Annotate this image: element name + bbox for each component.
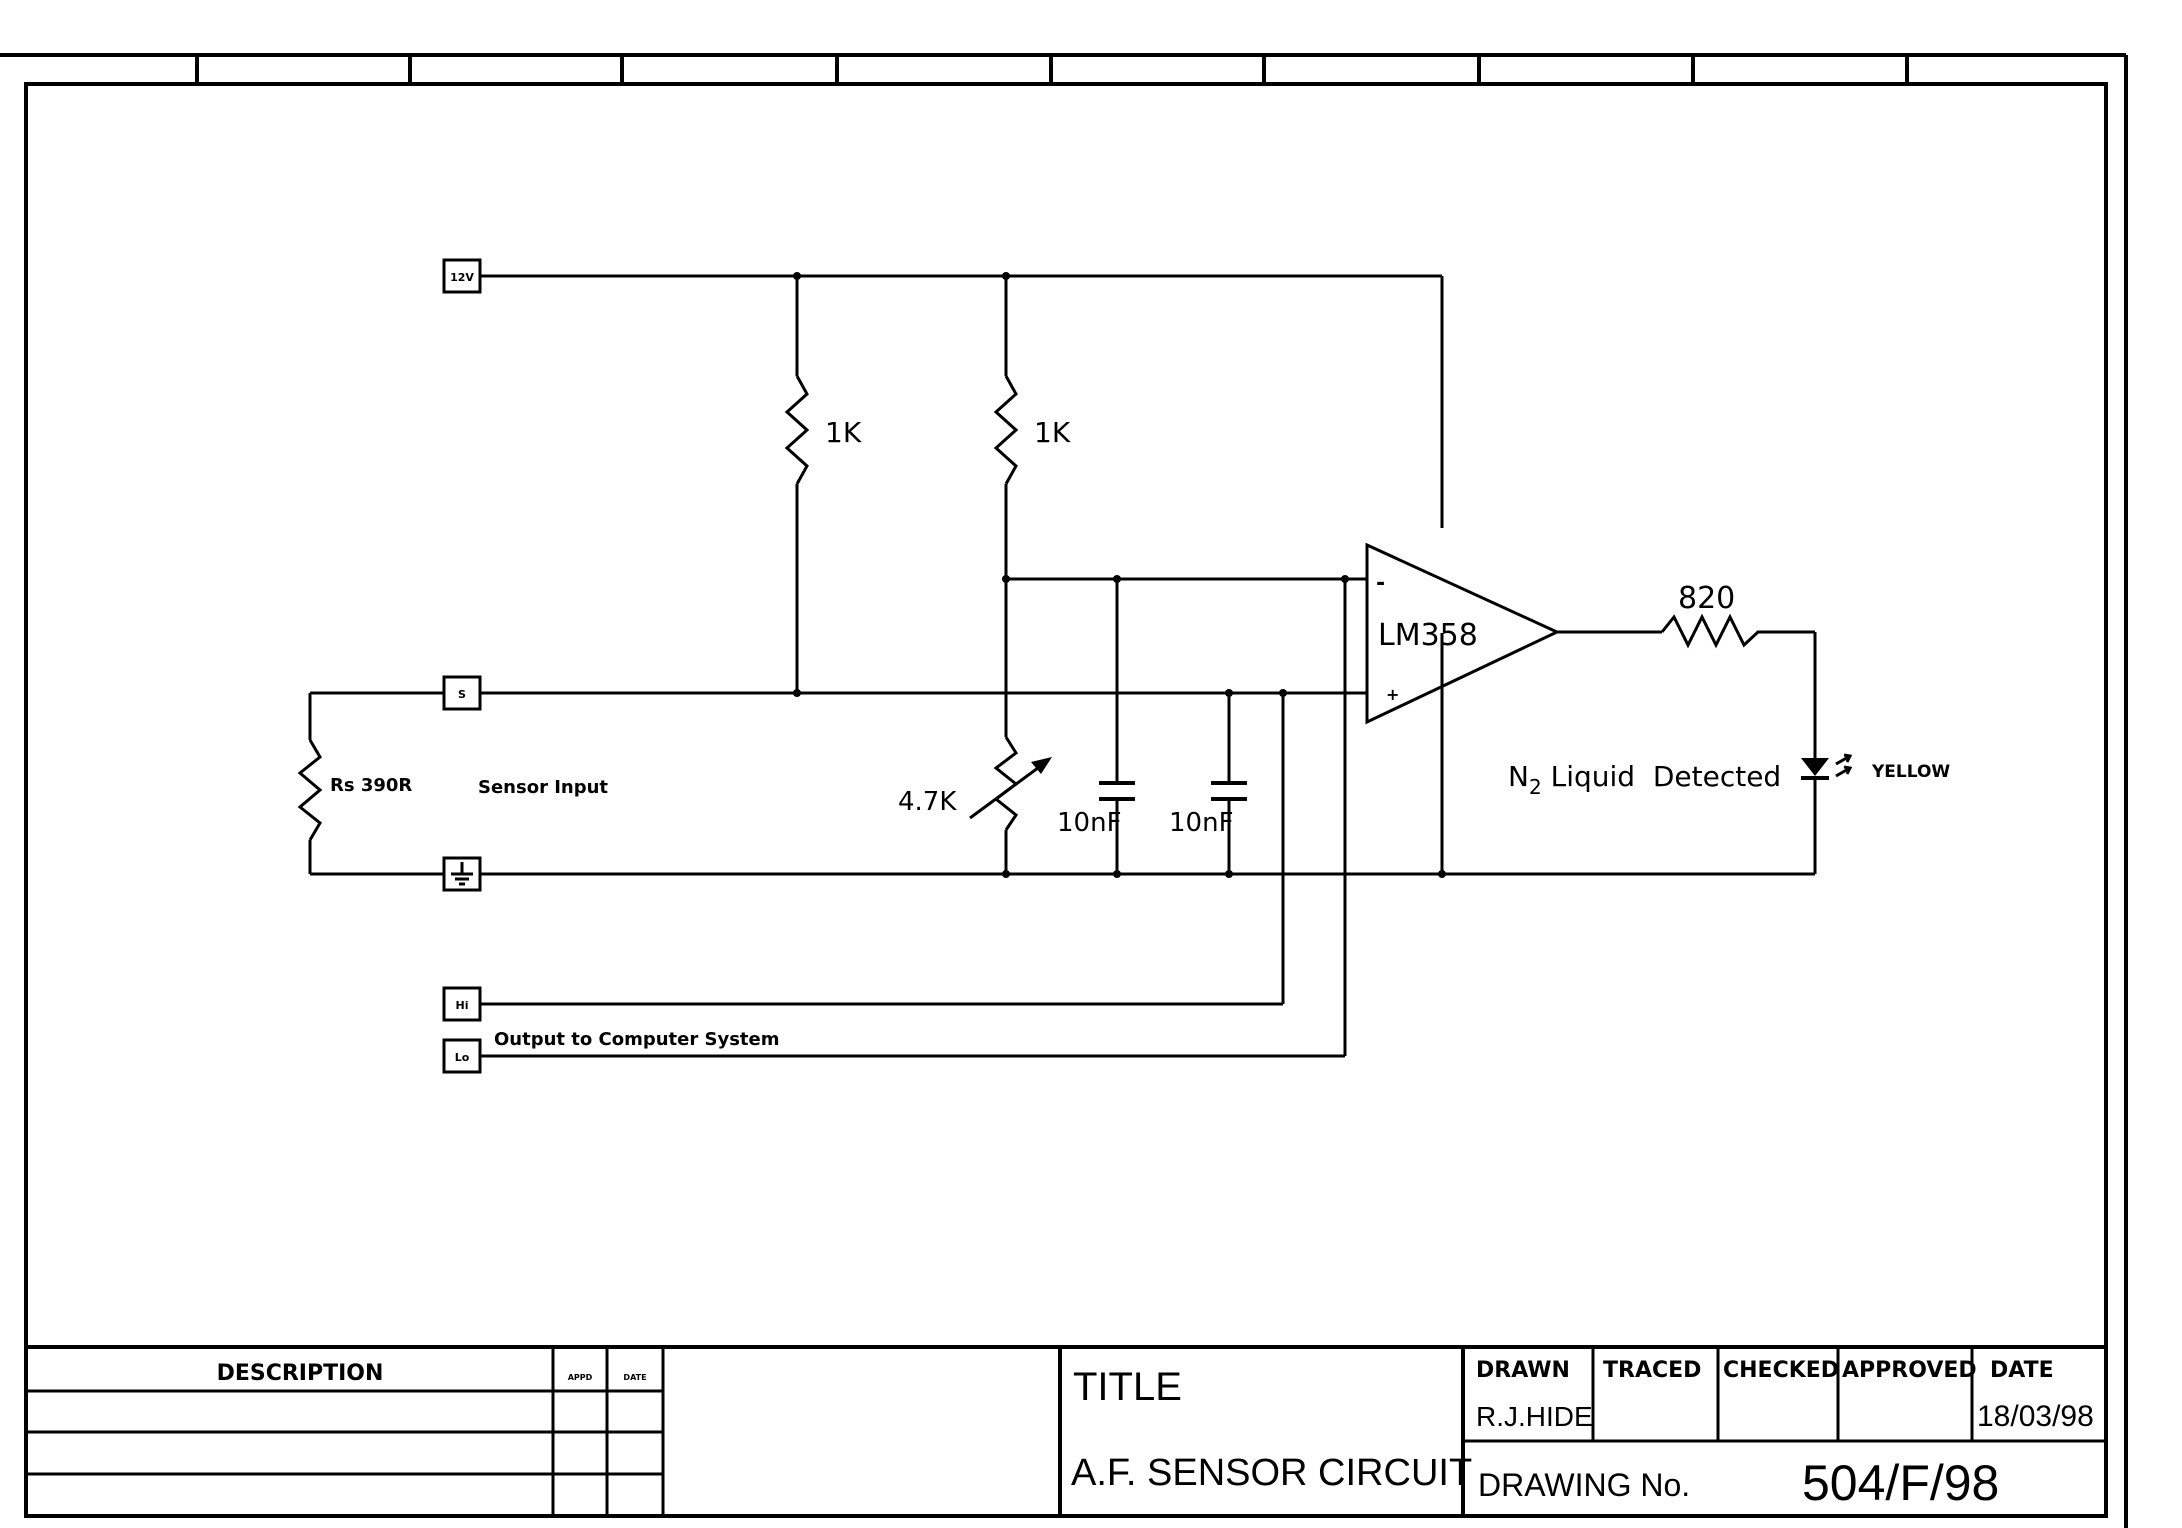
title-label: TITLE [1073, 1365, 1182, 1409]
resistor-r-out: 820 [1660, 581, 1766, 649]
svg-text:Hi: Hi [456, 999, 469, 1012]
terminal-lo: Lo [442, 1038, 482, 1074]
date-col-header: DATE [623, 1373, 646, 1382]
opamp-lm358: LM358 - + [1365, 542, 1561, 725]
svg-text:1K: 1K [825, 416, 862, 449]
date-value: 18/03/98 [1977, 1400, 2094, 1433]
sensor-input-label: Sensor Input [478, 777, 608, 798]
terminal-ground [442, 856, 482, 892]
resistor-r1: 1K [784, 375, 862, 485]
svg-text:Lo: Lo [455, 1051, 470, 1064]
svg-text:820: 820 [1678, 581, 1735, 616]
svg-text:-: - [1376, 571, 1385, 596]
drawn-value: R.J.HIDE [1476, 1401, 1593, 1432]
svg-text:Rs 390R: Rs 390R [330, 775, 412, 796]
frame-zone-ticks [195, 55, 1909, 84]
capacitor-c1: 10nF [1057, 781, 1135, 838]
drawn-label: DRAWN [1476, 1358, 1570, 1383]
capacitor-c2: 10nF [1169, 781, 1247, 838]
terminal-s: S [442, 675, 482, 711]
resistor-rs: Rs 390R [297, 739, 412, 841]
junction-dots [793, 272, 1446, 878]
svg-text:1K: 1K [1034, 416, 1071, 449]
led-indicator: YELLOW [1801, 753, 1950, 788]
appd-header: APPD [568, 1373, 593, 1382]
svg-text:10nF: 10nF [1057, 808, 1122, 838]
svg-text:10nF: 10nF [1169, 808, 1234, 838]
svg-text:LM358: LM358 [1378, 618, 1478, 653]
output-label: Output to Computer System [494, 1029, 780, 1050]
svg-text:YELLOW: YELLOW [1871, 762, 1950, 782]
description-header: DESCRIPTION [217, 1361, 384, 1386]
approved-label: APPROVED [1842, 1358, 1977, 1383]
potentiometer: 4.7K [898, 736, 1052, 831]
drawing-no-value: 504/F/98 [1802, 1455, 1999, 1511]
terminal-12v: 12V [442, 258, 482, 294]
title-value: A.F. SENSOR CIRCUIT [1071, 1452, 1472, 1494]
sheet-frame [0, 53, 2128, 1528]
terminal-hi: Hi [442, 986, 482, 1022]
liquid-detected-label: N2 Liquid Detected [1508, 760, 1781, 799]
drawing-no-label: DRAWING No. [1478, 1467, 1690, 1503]
svg-text:S: S [458, 688, 466, 701]
revision-table: DESCRIPTION APPD DATE [26, 1345, 2106, 1516]
ground-icon [451, 862, 473, 886]
checked-label: CHECKED [1723, 1358, 1839, 1383]
svg-text:+: + [1386, 685, 1399, 704]
wiring [308, 274, 1817, 1058]
title-block: DESCRIPTION APPD DATE TITLE A.F. SENSOR … [26, 1345, 2106, 1516]
svg-text:12V: 12V [450, 271, 474, 284]
traced-label: TRACED [1603, 1358, 1701, 1383]
svg-text:4.7K: 4.7K [898, 787, 957, 817]
resistor-r2: 1K [993, 375, 1071, 485]
date-label: DATE [1990, 1358, 2054, 1383]
led-light-arrows-icon [1835, 753, 1853, 778]
